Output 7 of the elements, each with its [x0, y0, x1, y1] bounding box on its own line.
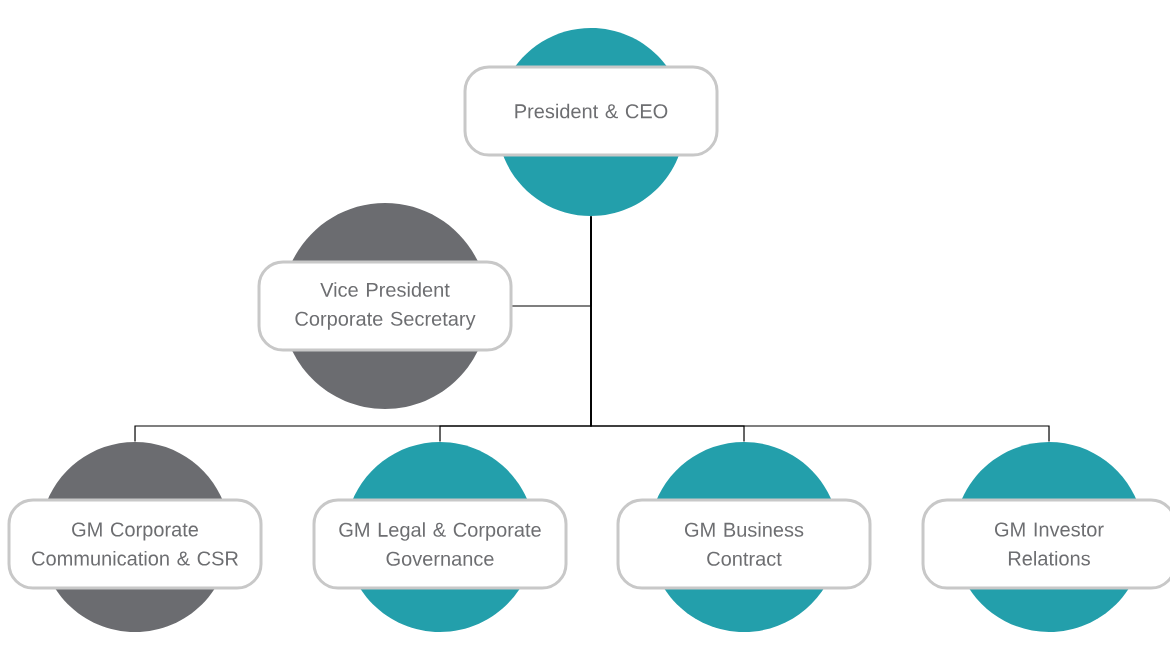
- title-box: Vice President Corporate Secretary: [257, 260, 513, 352]
- connector-line: [590, 215, 1050, 443]
- title-box: President & CEO: [463, 65, 719, 157]
- title-box: GM Legal & Corporate Governance: [312, 498, 568, 590]
- title-box: GM Business Contract: [616, 498, 872, 590]
- title-box: GM Corporate Communication & CSR: [7, 498, 263, 590]
- title-box: GM Investor Relations: [921, 498, 1170, 590]
